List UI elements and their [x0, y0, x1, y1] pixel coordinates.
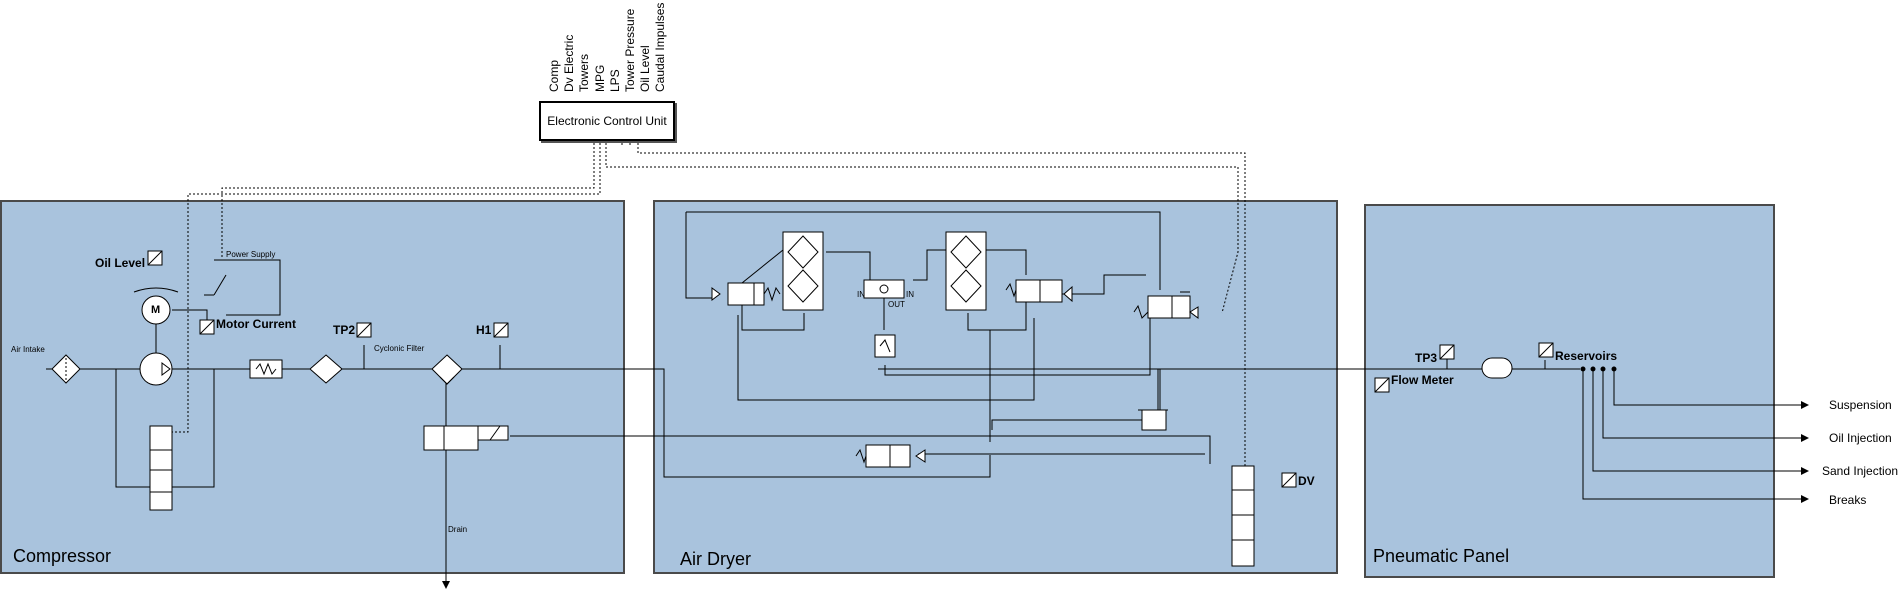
compressor-valve — [149, 425, 173, 511]
output-sand-injection: Sand Injection — [1822, 464, 1899, 478]
motor-current-label: Motor Current — [216, 317, 296, 331]
cyclonic-filter-label: Cyclonic Filter — [374, 344, 425, 353]
output-suspension: Suspension — [1829, 398, 1892, 412]
h1-sensor — [493, 322, 509, 338]
right-desiccant-tower — [945, 231, 987, 311]
tp3-sensor — [1439, 344, 1455, 369]
ecu-input-towers: Towers — [577, 53, 591, 92]
air-dryer-panel — [653, 200, 1338, 574]
pre-filter — [309, 354, 343, 384]
ecu-input-oil-level: Oil Level — [638, 45, 652, 92]
h1-label: H1 — [476, 323, 492, 337]
air-tank — [1481, 357, 1513, 379]
drain-label: Drain — [448, 525, 468, 534]
reservoirs-sensor — [1538, 342, 1554, 358]
shuttle-valve — [863, 279, 905, 330]
compressor-panel — [0, 200, 625, 574]
pressure-sensor — [874, 334, 896, 358]
regulator — [1130, 409, 1167, 431]
output-breaks: Breaks — [1829, 493, 1867, 507]
dv-label: DV — [1298, 474, 1315, 488]
left-desiccant-tower — [782, 231, 824, 311]
shuttle-in-left-label: IN — [857, 290, 865, 299]
pneumatic-outputs — [1580, 366, 1809, 503]
ecu-input-comp: Comp — [547, 59, 561, 92]
dv-sensor — [1281, 472, 1297, 488]
cyclonic-filter — [431, 354, 463, 385]
ecu-input-dv-electric: Dv Electric — [562, 34, 576, 92]
air-dryer-piping — [685, 211, 1205, 455]
oil-level-sensor — [147, 250, 163, 266]
oil-level-label: Oil Level — [95, 256, 146, 270]
right-tower-valve — [1005, 279, 1073, 303]
ecu-input-caudal-impulses: Caudal Impulses — [653, 2, 667, 92]
tp2-sensor — [356, 322, 372, 338]
main-air-line — [46, 345, 1580, 589]
flow-meter-label: Flow Meter — [1391, 373, 1454, 387]
air-intake-label: Air Intake — [11, 345, 45, 354]
flow-meter-sensor — [1374, 377, 1390, 393]
compressor-title: Compressor — [13, 546, 112, 566]
compressor-pump — [139, 324, 173, 386]
mpg-valve — [1133, 295, 1199, 319]
reservoirs-label: Reservoirs — [1555, 349, 1618, 363]
drain-valve — [423, 425, 509, 451]
intake-filter — [51, 354, 81, 384]
tp2-label: TP2 — [333, 323, 356, 337]
output-oil-injection: Oil Injection — [1829, 431, 1892, 445]
shuttle-in-right-label: IN — [906, 290, 914, 299]
left-tower-valve — [711, 282, 781, 306]
motor — [133, 287, 179, 325]
ecu-title: Electronic Control Unit — [547, 114, 667, 128]
power-supply-label: Power Supply — [226, 250, 276, 259]
purge-valve — [855, 444, 926, 468]
pneumatic-panel — [1364, 204, 1775, 578]
electronic-control-unit[interactable]: Electronic Control Unit — [539, 101, 675, 141]
power-switch — [204, 259, 281, 316]
motor-symbol: M — [151, 304, 161, 316]
tp3-label: TP3 — [1415, 351, 1438, 365]
motor-current-sensor — [172, 309, 215, 335]
ecu-input-tower-pressure: Tower Pressure — [623, 8, 637, 92]
cooler — [249, 359, 283, 379]
air-dryer-title: Air Dryer — [680, 549, 751, 569]
shuttle-out-label: OUT — [888, 300, 905, 309]
pneumatic-panel-title: Pneumatic Panel — [1373, 546, 1510, 566]
ecu-input-lps: LPS — [608, 69, 622, 92]
dv-valve — [1231, 465, 1255, 567]
ecu-input-mpg: MPG — [593, 64, 607, 92]
